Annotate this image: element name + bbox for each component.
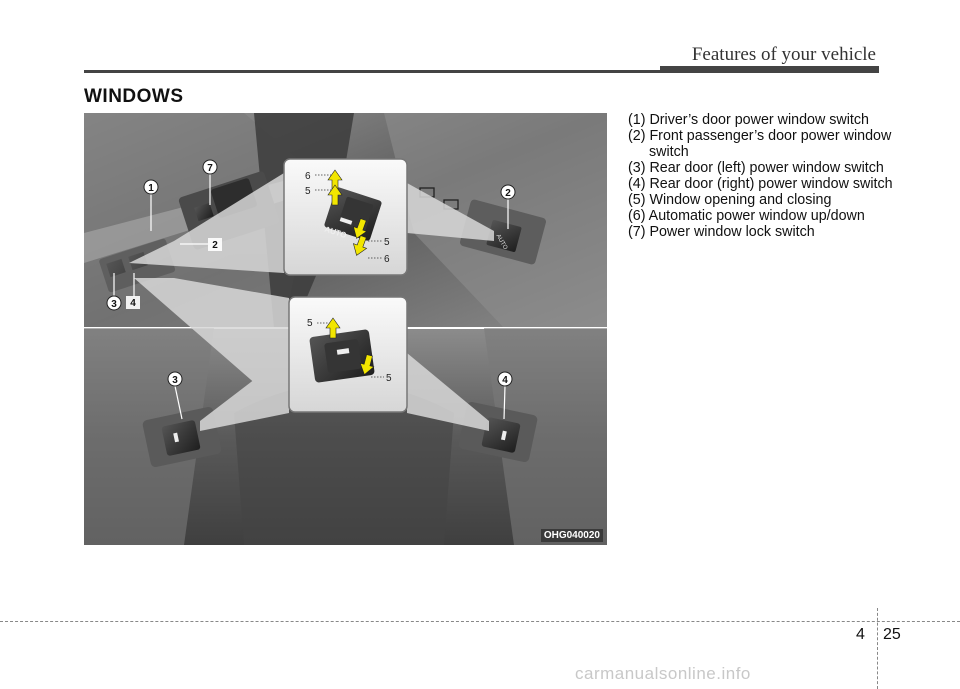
legend-item: (7) Power window lock switch xyxy=(628,223,815,240)
zoom-label-6-bottom: 6 xyxy=(384,254,390,265)
figure-illustration: AUTO xyxy=(84,113,607,545)
callout-3: 3 xyxy=(106,273,122,311)
svg-text:4: 4 xyxy=(502,375,508,386)
legend-item: (5) Window opening and closing xyxy=(628,191,832,208)
zoom-label-5-down: 5 xyxy=(386,373,392,384)
chapter-number: 4 xyxy=(856,626,865,643)
page-number: 25 xyxy=(883,626,901,643)
footer-rule xyxy=(0,621,960,622)
legend-item: (3) Rear door (left) power window switch xyxy=(628,159,884,176)
svg-text:7: 7 xyxy=(207,163,213,174)
callout-7: 7 xyxy=(202,159,218,205)
callout-passenger-2: 2 xyxy=(500,184,516,229)
svg-text:3: 3 xyxy=(172,375,178,386)
svg-text:2: 2 xyxy=(212,240,218,251)
zoom-box-driver-switch: AUTO xyxy=(283,158,408,276)
svg-text:1: 1 xyxy=(148,183,154,194)
zoom-box-rear-switch xyxy=(288,296,408,413)
watermark: carmanualsonline.info xyxy=(575,664,751,683)
legend-item: (1) Driver’s door power window switch xyxy=(628,112,870,128)
legend-item: (2) Front passenger’s door power window … xyxy=(628,128,892,160)
figure-code: OHG040020 xyxy=(540,529,603,542)
footer-divider xyxy=(877,608,878,689)
svg-text:3: 3 xyxy=(111,299,117,310)
callout-4: 4 xyxy=(126,273,140,309)
callout-rear-4: 4 xyxy=(497,371,513,420)
zoom-label-5-bottom: 5 xyxy=(384,237,390,248)
zoom-label-6-top: 6 xyxy=(305,171,311,182)
callout-1: 1 xyxy=(143,179,159,231)
callout-2: 2 xyxy=(180,238,222,251)
passenger-switch: AUTO xyxy=(419,187,546,265)
header-title: Features of your vehicle xyxy=(691,44,876,65)
header-rule-accent xyxy=(660,66,879,72)
svg-text:2: 2 xyxy=(505,188,511,199)
window-switch-figure: AUTO xyxy=(84,113,607,545)
legend-item: (4) Rear door (right) power window switc… xyxy=(628,175,893,192)
section-title: WINDOWS xyxy=(84,86,184,107)
legend-item: (6) Automatic power window up/down xyxy=(628,207,865,224)
callout-rear-3: 3 xyxy=(167,371,183,420)
header-rule xyxy=(84,70,879,73)
svg-text:4: 4 xyxy=(130,298,136,309)
zoom-label-5-up: 5 xyxy=(307,318,313,329)
zoom-label-5-top: 5 xyxy=(305,186,311,197)
legend-list: (1) Driver’s door power window switch (2… xyxy=(628,112,928,241)
